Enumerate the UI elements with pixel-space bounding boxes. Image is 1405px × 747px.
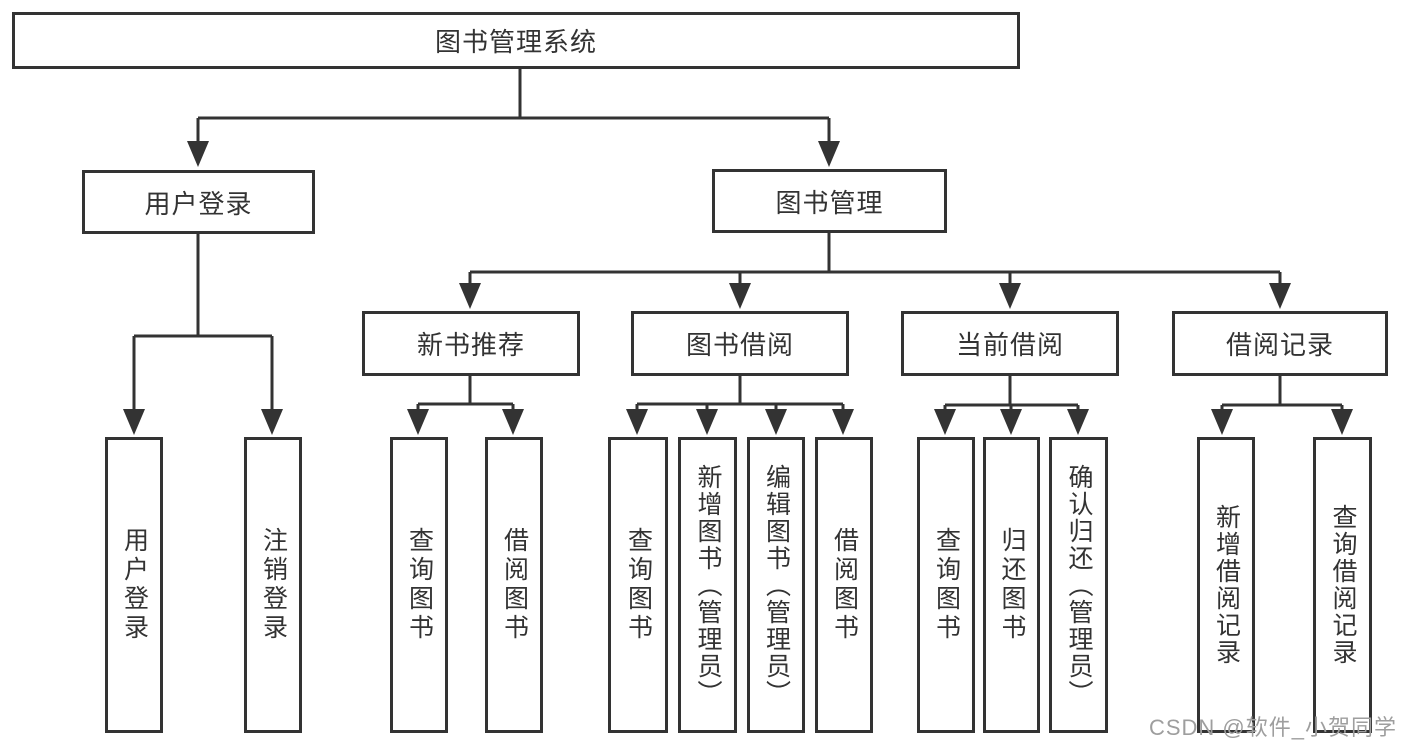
leaf-records-query-borrow-record: 查询借阅记录 (1313, 437, 1372, 733)
leaf-current-query-books: 查询图书 (917, 437, 975, 733)
connector-line (132, 234, 274, 415)
connector-new-book-rec-to-leaves (407, 376, 524, 435)
arrowhead-icon (765, 409, 787, 435)
arrowhead-icon (1331, 409, 1353, 435)
connector-current-borrow-to-leaves (934, 376, 1089, 435)
arrowhead-icon (261, 409, 283, 435)
node-borrow-records: 借阅记录 (1172, 311, 1388, 376)
connector-line (416, 376, 515, 415)
connector-borrow-records-to-leaves (1211, 376, 1353, 435)
leaf-borrow-edit-books-admin: 编辑图书（管理员） (747, 437, 805, 733)
arrowhead-icon (626, 409, 648, 435)
node-new-book-recommend: 新书推荐 (362, 311, 580, 376)
connector-line (468, 233, 1282, 289)
arrowhead-icon (934, 409, 956, 435)
node-root-system: 图书管理系统 (12, 12, 1020, 69)
leaf-logout: 注销登录 (244, 437, 302, 733)
arrowhead-icon (999, 283, 1021, 309)
arrowhead-icon (696, 409, 718, 435)
arrowhead-icon (1269, 283, 1291, 309)
leaf-borrow-add-books-admin: 新增图书（管理员） (678, 437, 737, 733)
arrowhead-icon (1000, 409, 1022, 435)
connector-book-borrow-to-leaves (626, 376, 854, 435)
connector-root-to-level2 (187, 69, 840, 167)
watermark: CSDN @软件_小贺同学 (1148, 715, 1397, 740)
connector-line (196, 69, 831, 147)
leaf-current-confirm-return-admin: 确认归还（管理员） (1049, 437, 1108, 733)
connector-line (1220, 376, 1344, 415)
connector-line (635, 376, 845, 415)
arrowhead-icon (123, 409, 145, 435)
arrowhead-icon (1067, 409, 1089, 435)
node-current-borrow: 当前借阅 (901, 311, 1119, 376)
arrowhead-icon (832, 409, 854, 435)
node-book-borrow: 图书借阅 (631, 311, 849, 376)
connector-book-mgmt-to-level3 (459, 233, 1291, 309)
arrowhead-icon (407, 409, 429, 435)
arrowhead-icon (1211, 409, 1233, 435)
connector-user-login-to-leaves (123, 234, 283, 435)
arrowhead-icon (459, 283, 481, 309)
leaf-current-return-books: 归还图书 (983, 437, 1040, 733)
arrowhead-icon (729, 283, 751, 309)
leaf-records-add-borrow-record: 新增借阅记录 (1197, 437, 1255, 733)
leaf-recommend-borrow-books: 借阅图书 (485, 437, 543, 733)
leaf-borrow-borrow-books: 借阅图书 (815, 437, 873, 733)
arrowhead-icon (818, 141, 840, 167)
node-user-login: 用户登录 (82, 170, 315, 234)
leaf-borrow-query-books: 查询图书 (608, 437, 668, 733)
arrowhead-icon (187, 141, 209, 167)
leaf-recommend-query-books: 查询图书 (390, 437, 448, 733)
arrowhead-icon (502, 409, 524, 435)
leaf-user-login: 用户登录 (105, 437, 163, 733)
node-book-management: 图书管理 (712, 169, 947, 233)
